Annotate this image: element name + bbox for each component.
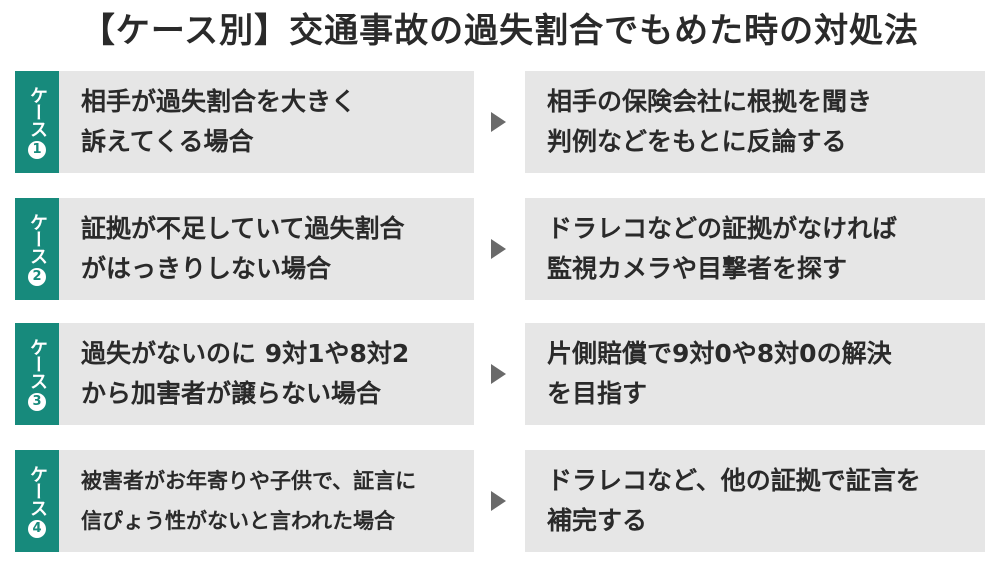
page-title: 【ケース別】交通事故の過失割合でもめた時の対処法 — [80, 11, 920, 51]
situation-line: がはっきりしない場合 — [81, 254, 332, 283]
arrow-right-icon — [491, 239, 506, 259]
response-line: 片側賠償で9対0や8対0の解決 — [547, 339, 892, 368]
case-number-badge: 4 — [28, 519, 46, 538]
situation-line: 訴えてくる場合 — [81, 127, 254, 156]
case-number-badge: 3 — [28, 392, 46, 411]
arrow-right-icon — [491, 491, 506, 511]
response-line: 補完する — [547, 506, 648, 535]
case-situation: 相手が過失割合を大きく 訴えてくる場合 — [59, 71, 474, 173]
situation-line: から加害者が譲らない場合 — [81, 379, 382, 408]
case-label: ケース — [27, 464, 48, 516]
arrow-right-icon — [491, 364, 506, 384]
case-label: ケース — [27, 212, 48, 264]
case-row: ケース 1 相手が過失割合を大きく 訴えてくる場合 相手の保険会社に根拠を聞き … — [15, 71, 985, 173]
case-label: ケース — [27, 337, 48, 389]
case-row: ケース 4 被害者がお年寄りや子供で、証言に 信ぴょう性がないと言われた場合 ド… — [15, 450, 985, 552]
case-situation: 過失がないのに 9対1や8対2 から加害者が譲らない場合 — [59, 323, 474, 425]
case-situation: 被害者がお年寄りや子供で、証言に 信ぴょう性がないと言われた場合 — [59, 450, 474, 552]
response-line: ドラレコなどの証拠がなければ — [547, 214, 898, 243]
response-line: を目指す — [547, 379, 648, 408]
case-row: ケース 2 証拠が不足していて過失割合 がはっきりしない場合 ドラレコなどの証拠… — [15, 198, 985, 300]
case-tab: ケース 3 — [15, 323, 59, 425]
situation-line: 証拠が不足していて過失割合 — [81, 214, 405, 243]
case-response: 相手の保険会社に根拠を聞き 判例などをもとに反論する — [525, 71, 985, 173]
case-response: 片側賠償で9対0や8対0の解決 を目指す — [525, 323, 985, 425]
situation-line: 信ぴょう性がないと言われた場合 — [81, 509, 395, 533]
case-response: ドラレコなど、他の証拠で証言を 補完する — [525, 450, 985, 552]
case-label: ケース — [27, 85, 48, 137]
response-line: 監視カメラや目撃者を探す — [547, 254, 848, 283]
arrow-right-icon — [491, 112, 506, 132]
case-row: ケース 3 過失がないのに 9対1や8対2 から加害者が譲らない場合 片側賠償で… — [15, 323, 985, 425]
case-tab: ケース 2 — [15, 198, 59, 300]
case-number-badge: 1 — [28, 140, 46, 159]
case-tab: ケース 1 — [15, 71, 59, 173]
case-tab: ケース 4 — [15, 450, 59, 552]
case-situation: 証拠が不足していて過失割合 がはっきりしない場合 — [59, 198, 474, 300]
situation-line: 過失がないのに 9対1や8対2 — [81, 339, 410, 368]
response-line: ドラレコなど、他の証拠で証言を — [547, 466, 921, 495]
situation-line: 被害者がお年寄りや子供で、証言に — [81, 469, 417, 493]
case-number-badge: 2 — [28, 267, 46, 286]
situation-line: 相手が過失割合を大きく — [81, 87, 357, 116]
response-line: 相手の保険会社に根拠を聞き — [547, 87, 873, 116]
case-response: ドラレコなどの証拠がなければ 監視カメラや目撃者を探す — [525, 198, 985, 300]
response-line: 判例などをもとに反論する — [547, 127, 847, 156]
